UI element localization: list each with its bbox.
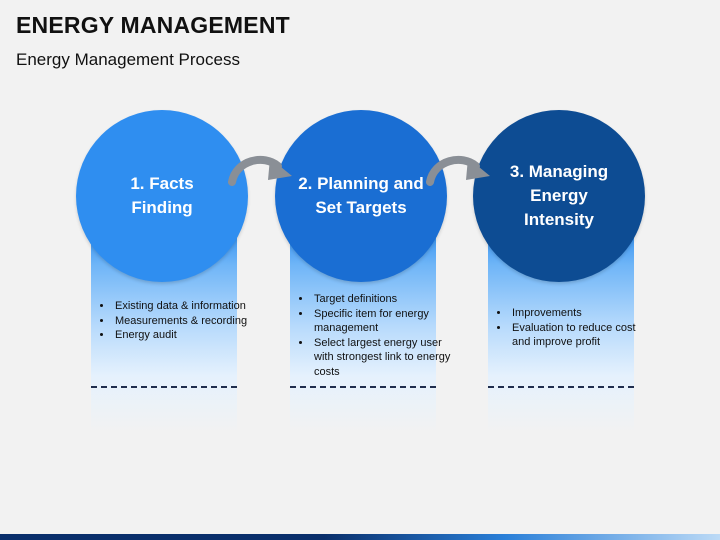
list-item: Select largest energy user with stronges… bbox=[312, 336, 452, 380]
list-item: Specific item for energy management bbox=[312, 307, 452, 336]
page-subtitle: Energy Management Process bbox=[16, 50, 240, 69]
list-item: Existing data & information bbox=[113, 299, 253, 314]
step-2-circle: 2. Planning and Set Targets bbox=[275, 110, 447, 282]
list-item: Energy audit bbox=[113, 328, 253, 343]
list-item: Evaluation to reduce cost and improve pr… bbox=[510, 321, 650, 350]
step-3-bullets: Improvements Evaluation to reduce cost a… bbox=[490, 306, 650, 350]
list-item: Measurements & recording bbox=[113, 314, 253, 329]
footer-bar bbox=[0, 534, 720, 540]
step-1-circle: 1. Facts Finding bbox=[76, 110, 248, 282]
step-1-dashed-divider bbox=[91, 386, 237, 388]
list-item: Improvements bbox=[510, 306, 650, 321]
step-3-dashed-divider bbox=[488, 386, 634, 388]
step-2-bullets: Target definitions Specific item for ene… bbox=[292, 292, 452, 379]
step-3-label: 3. Managing Energy Intensity bbox=[509, 162, 609, 229]
step-3-circle: 3. Managing Energy Intensity bbox=[473, 110, 645, 282]
step-2-dashed-divider bbox=[290, 386, 436, 388]
step-1-bullets: Existing data & information Measurements… bbox=[93, 299, 253, 343]
curved-arrow-right-icon bbox=[228, 155, 292, 186]
page-title: ENERGY MANAGEMENT bbox=[16, 12, 290, 38]
curved-arrow-right-icon bbox=[426, 155, 490, 186]
step-2-label: 2. Planning and Set Targets bbox=[298, 174, 424, 217]
list-item: Target definitions bbox=[312, 292, 452, 307]
step-1-label: 1. Facts Finding bbox=[130, 174, 194, 217]
